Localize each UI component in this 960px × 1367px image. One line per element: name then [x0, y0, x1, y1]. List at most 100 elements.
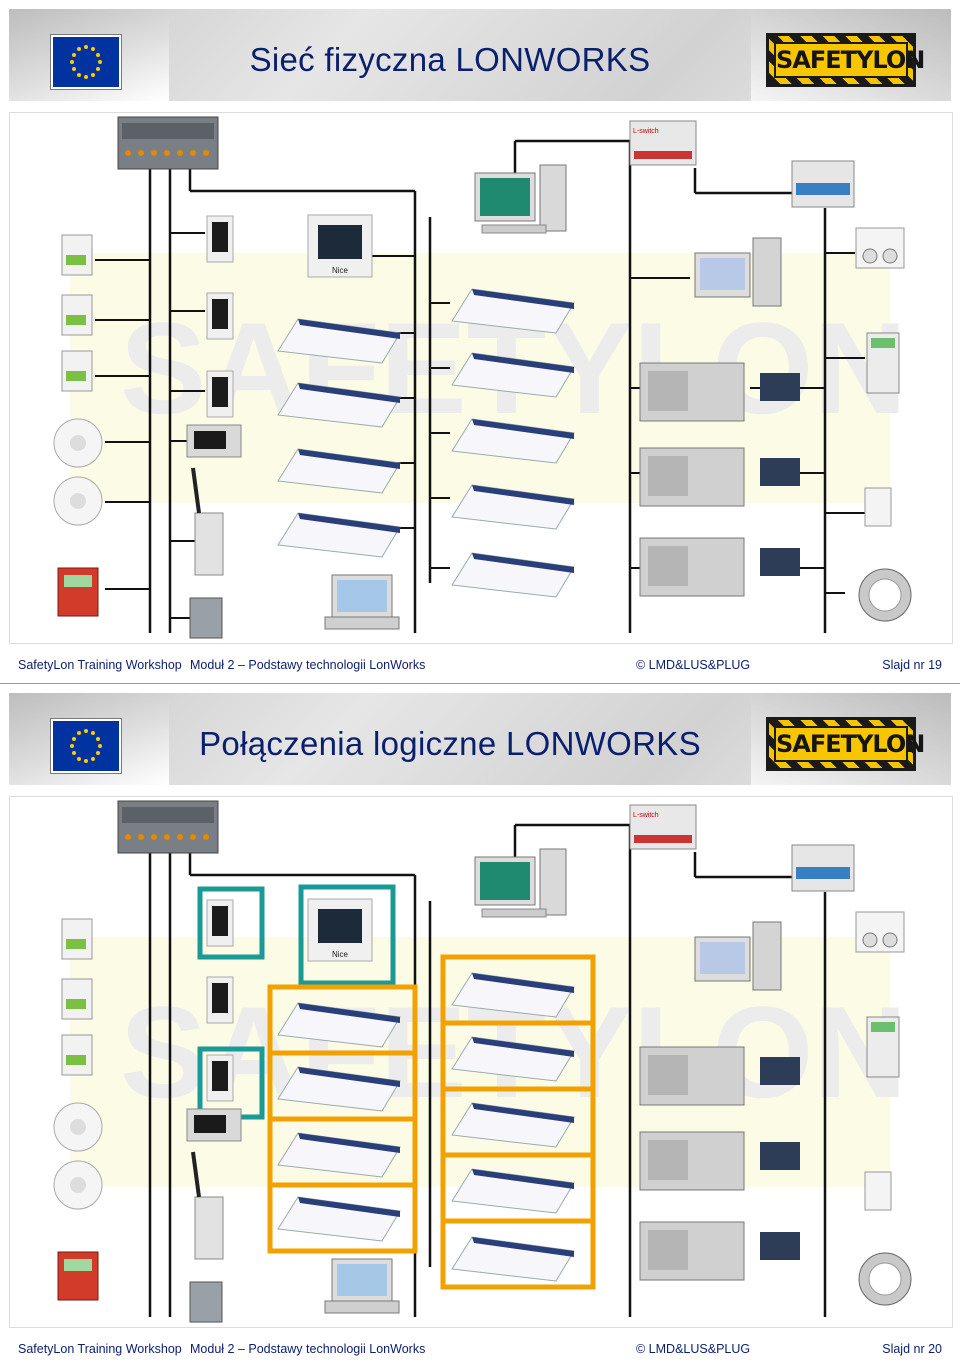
gateway-icon	[191, 1151, 224, 1260]
slide-header: Sieć fizyczna LONWORKS SAFETYLON	[9, 9, 951, 101]
wall-panel-icon	[206, 976, 234, 1024]
chiller-icon	[639, 1221, 800, 1281]
footer-copyright: © LMD&LUS&PLUG	[636, 658, 751, 672]
safetylon-logo: SAFETYLON	[766, 717, 925, 771]
meter-icon	[57, 567, 99, 617]
light-fixture-icon	[277, 382, 401, 428]
smoke-detector-icon	[53, 476, 103, 526]
logical-connections-diagram: SAFETYLON	[9, 796, 953, 1328]
smoke-detector-icon	[53, 418, 103, 468]
thermostat-icon	[61, 1034, 93, 1076]
light-fixture-icon	[451, 1236, 575, 1282]
slide-footer: SafetyLon Training Workshop Moduł 2 – Po…	[0, 655, 960, 677]
thermostat-icon	[61, 234, 93, 276]
light-fixture-icon	[277, 318, 401, 364]
gateway-icon	[791, 160, 855, 208]
thermostat-icon	[855, 227, 905, 269]
footer-workshop: SafetyLon Training Workshop	[18, 658, 182, 672]
switch-brand: L-switch	[633, 128, 659, 135]
footer-module: Moduł 2 – Podstawy technologii LonWorks	[190, 1342, 426, 1356]
keypad-icon	[866, 332, 900, 394]
meter-icon	[858, 1252, 912, 1306]
light-fixture-icon	[277, 1132, 401, 1178]
footer-slide-number: Slajd nr 20	[882, 1342, 942, 1356]
page-title: Sieć fizyczna LONWORKS	[249, 41, 651, 78]
footer-slide-number: Slajd nr 19	[882, 658, 942, 672]
physical-network-diagram: SAFETYLON	[9, 112, 953, 644]
thermostat-icon	[61, 350, 93, 392]
handheld-icon	[189, 1281, 223, 1323]
handheld-icon	[189, 597, 223, 639]
light-fixture-icon	[451, 1168, 575, 1214]
wall-panel-icon	[206, 292, 234, 340]
wall-panel-icon	[206, 370, 234, 418]
light-fixture-icon	[451, 1036, 575, 1082]
pc-icon	[474, 164, 567, 234]
laptop-icon	[324, 1258, 400, 1314]
light-fixture-icon	[451, 1102, 575, 1148]
left-stubs	[95, 232, 865, 619]
eu-flag-icon	[51, 35, 121, 89]
light-fixture-icon	[451, 484, 575, 530]
meter-icon	[57, 1251, 99, 1301]
server-icon	[694, 921, 782, 991]
keypad-icon	[866, 1016, 900, 1078]
safetylon-logo: SAFETYLON	[766, 33, 925, 87]
keypad-icon	[186, 424, 242, 458]
slide-header: Połączenia logiczne LONWORKS SAFETYLON	[9, 693, 951, 785]
light-fixture-icon	[277, 1002, 401, 1048]
wall-panel-icon: Nice	[307, 214, 373, 278]
hvac-unit-icon	[639, 447, 800, 507]
light-fixture-icon	[277, 1196, 401, 1242]
hvac-unit-icon	[639, 1046, 800, 1106]
page-title: Połączenia logiczne LONWORKS	[199, 725, 701, 762]
slide-19: Sieć fizyczna LONWORKS SAFETYLON SAFETYL…	[0, 0, 960, 683]
router-icon	[117, 116, 219, 170]
hvac-unit-icon	[639, 362, 800, 422]
wall-panel-icon	[206, 899, 234, 947]
logo-text: SAFETYLON	[774, 726, 925, 762]
footer-copyright: © LMD&LUS&PLUG	[636, 1342, 751, 1356]
light-fixture-icon	[451, 288, 575, 334]
smoke-detector-icon	[53, 1160, 103, 1210]
light-fixture-icon	[451, 418, 575, 464]
keypad-icon	[186, 1108, 242, 1142]
smoke-detector-icon	[53, 1102, 103, 1152]
thermostat-icon	[855, 911, 905, 953]
logical-group-orange	[267, 954, 596, 1290]
wall-panel-icon	[864, 1171, 892, 1211]
meter-icon	[858, 568, 912, 622]
gateway-icon	[191, 467, 224, 576]
footer-workshop: SafetyLon Training Workshop	[18, 1342, 182, 1356]
laptop-icon	[324, 574, 400, 630]
light-fixture-icon	[277, 448, 401, 494]
light-fixture-icon	[451, 552, 575, 598]
thermostat-icon	[61, 294, 93, 336]
switch-icon: L-switch	[629, 120, 697, 166]
light-fixture-icon	[451, 972, 575, 1018]
wall-panel-icon	[864, 487, 892, 527]
switch-brand: L-switch	[633, 812, 659, 819]
thermostat-icon	[61, 918, 93, 960]
switch-icon: L-switch	[629, 804, 697, 850]
wall-panel-icon: Nice	[307, 898, 373, 962]
slide-footer: SafetyLon Training Workshop Moduł 2 – Po…	[0, 1339, 960, 1361]
pc-icon	[474, 848, 567, 918]
hvac-unit-icon	[639, 1131, 800, 1191]
wall-panel-icon	[206, 1054, 234, 1102]
panel-brand: Nice	[332, 266, 349, 275]
slide-20: Połączenia logiczne LONWORKS SAFETYLON S…	[0, 683, 960, 1367]
eu-flag-icon	[51, 719, 121, 773]
light-fixture-icon	[277, 512, 401, 558]
footer-module: Moduł 2 – Podstawy technologii LonWorks	[190, 658, 426, 672]
chiller-icon	[639, 537, 800, 597]
light-fixture-icon	[277, 1066, 401, 1112]
gateway-icon	[791, 844, 855, 892]
logo-text: SAFETYLON	[774, 42, 925, 78]
wall-panel-icon	[206, 215, 234, 263]
server-icon	[694, 237, 782, 307]
light-fixture-icon	[451, 352, 575, 398]
panel-brand: Nice	[332, 950, 349, 959]
thermostat-icon	[61, 978, 93, 1020]
router-icon	[117, 800, 219, 854]
